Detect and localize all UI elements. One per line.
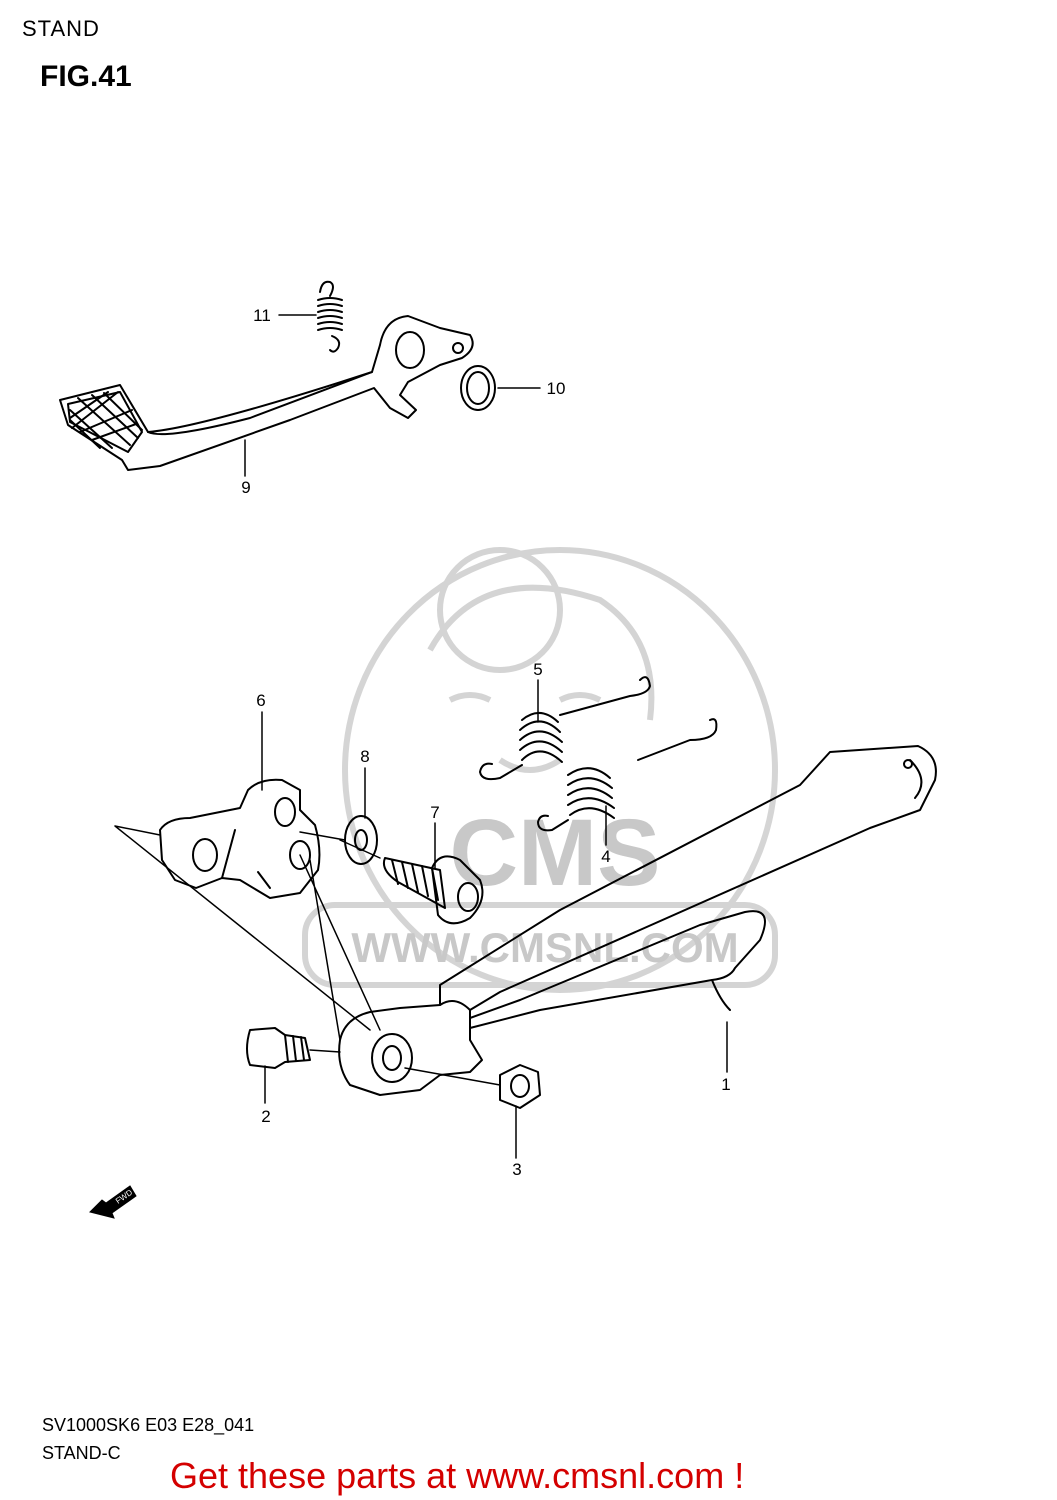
parts-link[interactable]: Get these parts at www.cmsnl.com !: [170, 1455, 745, 1496]
callout-1: 1: [721, 1075, 730, 1094]
stand-bracket-part: [159, 778, 321, 899]
watermark-brand: CMS: [449, 800, 660, 906]
callout-5: 5: [533, 660, 542, 679]
stand-nut-part: [499, 1064, 541, 1109]
callout-4: 4: [601, 847, 610, 866]
callout-7: 7: [430, 803, 439, 822]
pedal-spring-part: [317, 280, 343, 353]
figure-number: FIG.41: [40, 60, 132, 93]
assembly-lines: [114, 825, 501, 1086]
callout-10: 10: [547, 379, 566, 398]
model-code: SV1000SK6 E03 E28_041: [42, 1415, 255, 1435]
leader-lines: [244, 314, 728, 1159]
stand-spring-upper-part: [479, 676, 651, 781]
section-title: STAND: [22, 16, 100, 41]
forward-arrow-icon: FWD: [89, 1185, 137, 1219]
stand-bolt-part: [246, 1027, 311, 1069]
stand-spring-lower-part: [537, 718, 718, 832]
section-code: STAND-C: [42, 1443, 121, 1463]
callout-6: 6: [256, 691, 265, 710]
center-stand-part: [338, 745, 937, 1096]
callout-9: 9: [241, 478, 250, 497]
callout-3: 3: [512, 1160, 521, 1179]
watermark-url: WWW.CMSNL.COM: [351, 924, 738, 971]
washer-part: [460, 365, 496, 411]
callout-11: 11: [253, 306, 271, 325]
cms-watermark: [302, 547, 778, 993]
callout-8: 8: [360, 747, 369, 766]
callout-2: 2: [261, 1107, 270, 1126]
pivot-bolt-part: [382, 855, 484, 925]
brake-pedal-part: [59, 315, 474, 471]
